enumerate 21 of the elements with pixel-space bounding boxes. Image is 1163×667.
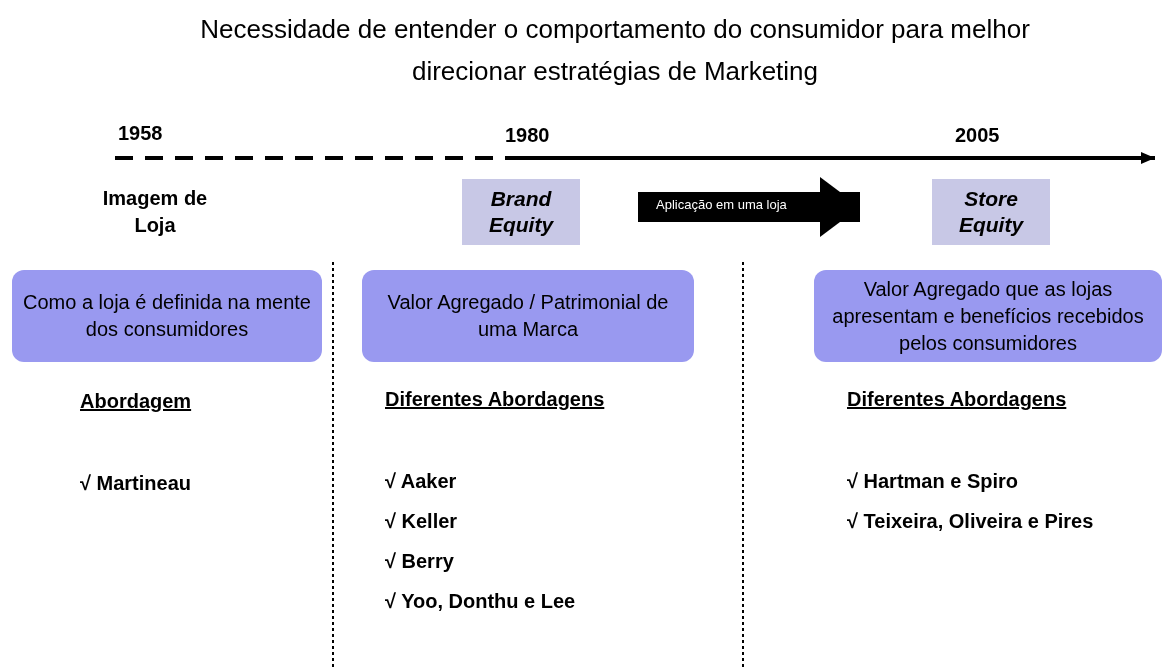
definition-box: Valor Agregado que as lojas apresentam e benefícios recebidos pelos consumidores bbox=[814, 270, 1162, 362]
definition-box: Como a loja é definida na mente dos consumidores bbox=[12, 270, 322, 362]
section-heading: Diferentes Abordagens bbox=[385, 388, 605, 411]
author-item: √ Martineau bbox=[80, 472, 191, 495]
section-heading: Abordagem bbox=[80, 390, 192, 413]
author-item: √ Berry bbox=[385, 550, 454, 573]
section-heading: Diferentes Abordagens bbox=[847, 388, 1067, 411]
year-label: 1958 bbox=[118, 122, 163, 145]
concept-box: Store Equity bbox=[932, 179, 1050, 245]
author-item: √ Yoo, Donthu e Lee bbox=[385, 590, 576, 613]
author-item: √ Aaker bbox=[385, 470, 457, 493]
edge-label: Aplicação em uma loja bbox=[656, 197, 787, 212]
author-item: √ Hartman e Spiro bbox=[847, 470, 1018, 493]
year-label: 2005 bbox=[955, 124, 1000, 147]
concept-box: Brand Equity bbox=[462, 179, 580, 245]
concept-label: Imagem de Loja bbox=[101, 186, 209, 238]
slide-title: Necessidade de entender o comportamento do consumidor para melhor direcionar estratégias de Marketing bbox=[199, 13, 1031, 88]
author-item: √ Teixeira, Oliveira e Pires bbox=[847, 510, 1094, 533]
definition-box: Valor Agregado / Patrimonial de uma Marca bbox=[362, 270, 694, 362]
year-label: 1980 bbox=[505, 124, 550, 147]
author-item: √ Keller bbox=[385, 510, 458, 533]
